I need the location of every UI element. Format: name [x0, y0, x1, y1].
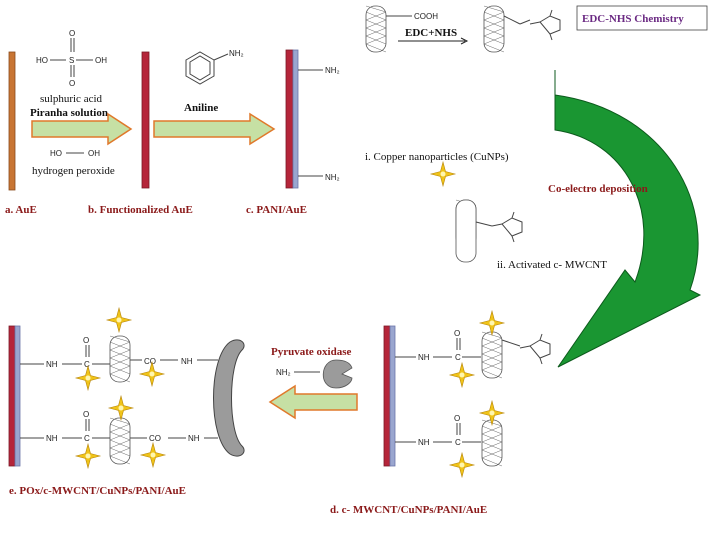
edc-nhs-arrow-label: EDC+NHS: [405, 27, 457, 39]
pani-layer: [292, 49, 299, 189]
aniline-label: Aniline: [184, 102, 218, 114]
svg-text:CO: CO: [149, 434, 161, 443]
hydrogen-peroxide-label: hydrogen peroxide: [32, 165, 115, 177]
svg-text:C: C: [455, 353, 461, 362]
svg-text:OH: OH: [88, 149, 100, 158]
edc-nhs-box: [576, 5, 708, 31]
svg-text:O: O: [454, 414, 460, 423]
d-cnt-bottom: [481, 419, 503, 467]
hydrogen-peroxide-structure: HO OH: [50, 149, 100, 158]
e-pani-layer: [14, 325, 21, 467]
bare-gold-electrode: [8, 51, 16, 191]
step-c-label: c. PANI/AuE: [246, 204, 307, 216]
d-star-4: [449, 452, 475, 478]
sulphuric-acid-structure: HO S OH O O: [36, 29, 107, 88]
svg-text:HO: HO: [50, 149, 62, 158]
activated-cnt-structure: [455, 199, 523, 263]
sulphuric-acid-label: sulphuric acid: [40, 93, 103, 105]
d-nhs-group: [519, 333, 551, 365]
cnt-cooh: COOH: [365, 5, 438, 53]
svg-text:NH: NH: [181, 357, 193, 366]
svg-text:NH: NH: [418, 438, 430, 447]
svg-text:O: O: [454, 329, 460, 338]
e-cnt-top: [109, 335, 131, 383]
e-star-1: [106, 307, 132, 333]
svg-text:C: C: [84, 360, 90, 369]
cunp-star-icon: [430, 161, 456, 187]
e-star-5: [75, 443, 101, 469]
e-star-2: [75, 365, 101, 391]
functionalized-electrode: [141, 51, 150, 189]
activated-cnt-label: ii. Activated c- MWCNT: [497, 259, 607, 271]
svg-text:O: O: [83, 410, 89, 419]
d-electrode-gold: [383, 325, 391, 467]
svg-text:COOH: COOH: [414, 12, 438, 21]
arrow-step-1: [31, 112, 133, 146]
e-star-6: [140, 442, 166, 468]
step-a-label: a. AuE: [5, 204, 37, 216]
svg-text:NH: NH: [188, 434, 200, 443]
e-star-4: [108, 395, 134, 421]
svg-text:O: O: [69, 29, 75, 38]
svg-text:NH: NH: [418, 353, 430, 362]
d-star-3: [479, 400, 505, 426]
svg-text:C: C: [455, 438, 461, 447]
d-star-2: [449, 362, 475, 388]
svg-text:NH: NH: [46, 360, 58, 369]
step-d-label: d. c- MWCNT/CuNPs/PANI/AuE: [330, 504, 487, 516]
svg-text:NH₂: NH₂: [276, 368, 291, 377]
e-cnt-bottom: [109, 417, 131, 465]
svg-text:CO: CO: [144, 357, 156, 366]
svg-text:OH: OH: [95, 56, 107, 65]
step-e-label: e. POx/c-MWCNT/CuNPs/PANI/AuE: [9, 485, 186, 497]
step-b-label: b. Functionalized AuE: [88, 204, 193, 216]
e-linker-bottom: NH C O CO NH: [20, 410, 218, 443]
copper-nanoparticles-label: i. Copper nanoparticles (CuNPs): [365, 151, 509, 163]
svg-text:C: C: [84, 434, 90, 443]
arrow-step-4: [268, 384, 358, 420]
pox-enzyme-small: NH₂: [276, 359, 353, 389]
piranha-label: Piranha solution: [30, 107, 108, 119]
e-electrode-gold: [8, 325, 16, 467]
cnt-nhs-activated: [483, 5, 561, 53]
pox-enzyme-large: [213, 339, 245, 457]
svg-text:NH: NH: [46, 434, 58, 443]
d-cnt-top: [481, 331, 503, 379]
co-electro-deposition-label: Co-electro deposition: [548, 183, 648, 195]
pani-nh2-top: NH₂: [325, 66, 340, 75]
aniline-structure: NH₂: [185, 49, 244, 85]
pani-nh2-bottom: NH₂: [325, 173, 340, 182]
svg-text:S: S: [69, 56, 74, 65]
arrow-step-2: [153, 112, 276, 146]
d-linker-top: NH C O: [395, 329, 481, 362]
edc-nhs-box-label: EDC-NHS Chemistry: [582, 13, 684, 25]
e-linker-top: NH C O CO NH: [20, 336, 218, 369]
svg-text:NH₂: NH₂: [229, 49, 244, 58]
svg-text:HO: HO: [36, 56, 48, 65]
pani-electrode-gold: [285, 49, 294, 189]
svg-text:O: O: [69, 79, 75, 88]
d-linker-bottom: NH C O: [395, 414, 481, 447]
svg-text:O: O: [83, 336, 89, 345]
big-curved-arrow: [554, 70, 702, 368]
d-pani-layer: [389, 325, 396, 467]
pyruvate-oxidase-label: Pyruvate oxidase: [271, 346, 351, 358]
d-star-1: [479, 310, 505, 336]
